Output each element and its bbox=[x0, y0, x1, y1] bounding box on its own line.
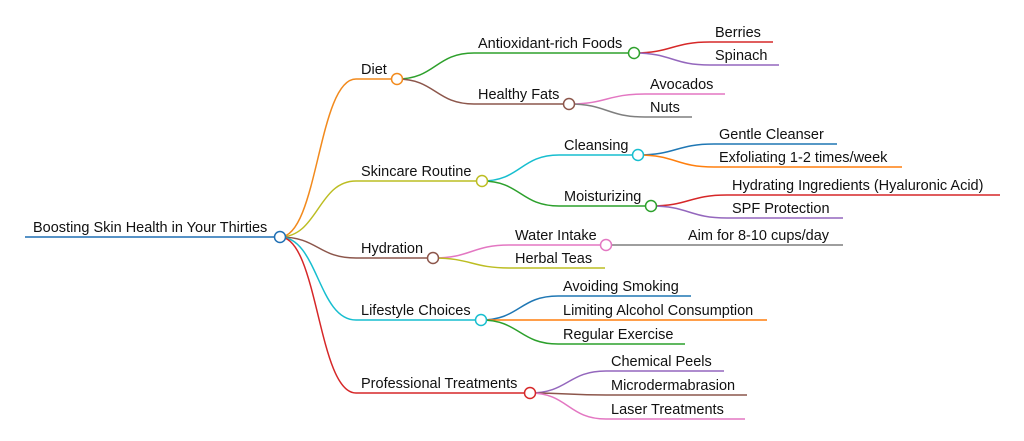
sub-branch-connector bbox=[432, 257, 511, 269]
sub-branch-label: Limiting Alcohol Consumption bbox=[563, 303, 753, 319]
branch-label: Hydration bbox=[361, 241, 423, 257]
sub-branch-label: Antioxidant-rich Foods bbox=[478, 36, 622, 52]
leaf-connector bbox=[568, 93, 646, 105]
leaf-connector bbox=[633, 52, 711, 66]
leaf-label: Exfoliating 1-2 times/week bbox=[719, 150, 888, 166]
leaf-label: Spinach bbox=[715, 48, 767, 64]
sub-branch-connector bbox=[396, 78, 475, 105]
sub-branch-label: Microdermabrasion bbox=[611, 378, 735, 394]
sub-branch-label: Herbal Teas bbox=[515, 251, 592, 267]
leaf-label: Berries bbox=[715, 25, 761, 41]
branch-node[interactable] bbox=[426, 251, 440, 265]
sub-branch-node[interactable] bbox=[562, 97, 576, 111]
sub-branch-connector bbox=[529, 392, 607, 420]
sub-branch-label: Avoiding Smoking bbox=[563, 279, 679, 295]
leaf-connector bbox=[650, 205, 728, 219]
leaf-label: Nuts bbox=[650, 100, 680, 116]
sub-branch-label: Healthy Fats bbox=[478, 87, 559, 103]
sub-branch-node[interactable] bbox=[631, 148, 645, 162]
sub-branch-label: Water Intake bbox=[515, 228, 597, 244]
leaf-connector bbox=[637, 154, 715, 168]
branch-connector bbox=[279, 236, 357, 394]
leaf-label: Avocados bbox=[650, 77, 713, 93]
root-label: Boosting Skin Health in Your Thirties bbox=[33, 220, 267, 236]
leaf-connector bbox=[568, 103, 646, 118]
sub-branch-connector bbox=[480, 319, 559, 345]
branch-node[interactable] bbox=[390, 72, 404, 86]
branch-connector bbox=[279, 78, 357, 238]
branch-label: Skincare Routine bbox=[361, 164, 471, 180]
sub-branch-label: Cleansing bbox=[564, 138, 629, 154]
branch-connector bbox=[279, 236, 357, 321]
branch-label: Professional Treatments bbox=[361, 376, 517, 392]
branch-label: Diet bbox=[361, 62, 387, 78]
sub-branch-connector bbox=[481, 154, 560, 182]
sub-branch-label: Moisturizing bbox=[564, 189, 641, 205]
sub-branch-connector bbox=[481, 180, 560, 207]
branch-connector bbox=[279, 180, 357, 238]
branch-label: Lifestyle Choices bbox=[361, 303, 471, 319]
branch-connector bbox=[279, 236, 357, 259]
leaf-connector bbox=[633, 41, 711, 54]
sub-branch-node[interactable] bbox=[627, 46, 641, 60]
leaf-connector bbox=[650, 194, 728, 207]
sub-branch-node[interactable] bbox=[599, 238, 613, 252]
sub-branch-label: Laser Treatments bbox=[611, 402, 724, 418]
root-node[interactable] bbox=[273, 230, 287, 244]
sub-branch-connector bbox=[432, 244, 511, 259]
branch-node[interactable] bbox=[474, 313, 488, 327]
sub-branch-connector bbox=[529, 370, 607, 394]
sub-branch-connector bbox=[396, 52, 475, 80]
sub-branch-label: Chemical Peels bbox=[611, 354, 712, 370]
sub-branch-connector bbox=[480, 295, 559, 321]
leaf-label: Hydrating Ingredients (Hyaluronic Acid) bbox=[732, 178, 983, 194]
leaf-connector bbox=[637, 143, 715, 156]
leaf-label: SPF Protection bbox=[732, 201, 830, 217]
sub-branch-node[interactable] bbox=[644, 199, 658, 213]
leaf-label: Aim for 8-10 cups/day bbox=[688, 228, 830, 244]
sub-branch-label: Regular Exercise bbox=[563, 327, 673, 343]
branch-node[interactable] bbox=[475, 174, 489, 188]
leaf-label: Gentle Cleanser bbox=[719, 127, 824, 143]
branch-node[interactable] bbox=[523, 386, 537, 400]
